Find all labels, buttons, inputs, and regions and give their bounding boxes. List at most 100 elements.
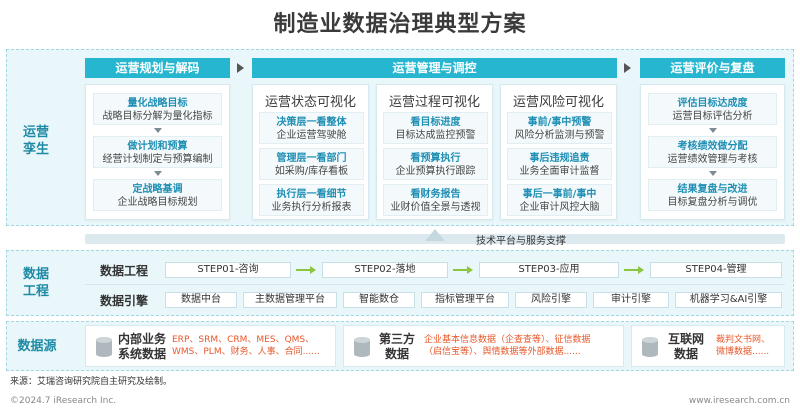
- group-item-heading: 看目标进度: [410, 117, 461, 128]
- plan-card: 量化战略目标 战略目标分解为量化指标 做计划和预算 经营计划制定与预算编制 定战…: [85, 84, 230, 220]
- group-item: 看财务报告 业财价值全景与透视: [383, 184, 488, 216]
- group-item-desc: 业财价值全景与透视: [390, 202, 481, 213]
- eval-item-heading: 评估目标达成度: [677, 98, 748, 109]
- arrow-right-icon: [624, 63, 631, 73]
- group-item: 看目标进度 目标达成监控预警: [383, 112, 488, 144]
- source-card: 内部业务 系统数据 ERP、SRM、CRM、MES、QMS、 WMS、PLM、财…: [85, 325, 336, 367]
- data-engineering-row-label: 数据工程: [100, 264, 149, 278]
- plan-item-heading: 做计划和预算: [127, 141, 188, 152]
- database-icon: [96, 337, 112, 357]
- eval-item-heading: 结果复盘与改进: [677, 184, 748, 195]
- group-title: 运营过程可视化: [388, 95, 480, 110]
- engine-pill: 审计引擎: [593, 292, 669, 308]
- source-desc-line2: （启信宝等）、舆情数据等外部数据......: [424, 347, 581, 357]
- source-desc-line2: WMS、PLM、财务、人事、合同......: [172, 347, 320, 357]
- group-item-heading: 事后一事前/事中: [522, 189, 597, 200]
- group-item-desc: 风险分析监测与预警: [514, 130, 605, 141]
- group-item: 管理层一看部门 如采购/库存看板: [259, 148, 364, 180]
- eval-header: 运营评价与复盘: [640, 58, 785, 78]
- eval-item-desc: 运营绩效管理与考核: [667, 154, 758, 165]
- plan-item-desc: 经营计划制定与预算编制: [102, 154, 213, 165]
- group-item: 决策层一看整体 企业运营驾驶舱: [259, 112, 364, 144]
- source-title-line1: 互联网: [667, 332, 704, 346]
- engineering-label-line1: 数据: [22, 267, 49, 282]
- step-box: STEP03-应用: [479, 262, 619, 278]
- plan-item-heading: 量化战略目标: [127, 98, 188, 109]
- group-item: 执行层一看细节 业务执行分析报表: [259, 184, 364, 216]
- eval-item-desc: 运营目标评估分析: [672, 111, 753, 122]
- eval-card: 评估目标达成度 运营目标评估分析 考核绩效做分配 运营绩效管理与考核 结果复盘与…: [640, 84, 785, 220]
- group-item-heading: 事前/事中预警: [527, 117, 592, 128]
- operations-label-line2: 孪生: [22, 142, 49, 157]
- group-item-desc: 企业审计风控大脑: [519, 202, 600, 213]
- plan-item-desc: 企业战略目标规划: [117, 197, 198, 208]
- source-desc-line1: ERP、SRM、CRM、MES、QMS、: [172, 335, 315, 345]
- engine-pill: 主数据管理平台: [243, 292, 337, 308]
- group-item-heading: 执行层一看细节: [276, 189, 347, 200]
- database-icon: [354, 337, 370, 357]
- green-arrow-icon: [638, 266, 644, 274]
- arrow-right-icon: [237, 63, 244, 73]
- arrow-down-icon: [709, 171, 717, 176]
- plan-item: 做计划和预算 经营计划制定与预算编制: [93, 136, 222, 168]
- source-title: 内部业务 系统数据: [116, 332, 168, 362]
- arrow-up-icon: [425, 229, 445, 241]
- group-item-heading: 看财务报告: [410, 189, 461, 200]
- engine-pill: 风险引擎: [515, 292, 587, 308]
- engineering-band-label: 数据 工程: [16, 266, 56, 300]
- group-item-desc: 企业预算执行跟踪: [395, 166, 476, 177]
- source-desc-line1: 裁判文书网、: [716, 335, 771, 345]
- group-item-heading: 看预算执行: [410, 153, 461, 164]
- group-item-heading: 决策层一看整体: [276, 117, 347, 128]
- manage-header: 运营管理与调控: [252, 58, 617, 78]
- green-arrow-icon: [467, 266, 473, 274]
- source-title-line2: 数据: [673, 347, 698, 361]
- arrow-down-icon: [154, 128, 162, 133]
- plan-item: 量化战略目标 战略目标分解为量化指标: [93, 93, 222, 125]
- source-desc: ERP、SRM、CRM、MES、QMS、 WMS、PLM、财务、人事、合同...…: [172, 334, 334, 358]
- group-item: 事后违规追责 业务全面审计监督: [507, 148, 612, 180]
- engine-pill: 机器学习&AI引擎: [675, 292, 782, 308]
- group-item-heading: 事后违规追责: [529, 153, 590, 164]
- data-engine-row-label: 数据引擎: [100, 294, 149, 308]
- plan-item-desc: 战略目标分解为量化指标: [102, 111, 213, 122]
- engineering-label-line2: 工程: [22, 284, 49, 299]
- source-desc: 裁判文书网、 微博数据......: [716, 334, 784, 358]
- database-icon: [642, 337, 658, 357]
- green-arrow-icon: [310, 266, 316, 274]
- engine-pill: 指标管理平台: [421, 292, 509, 308]
- engine-pill: 智能数仓: [343, 292, 415, 308]
- visualization-group: 运营风险可视化 事前/事中预警 风险分析监测与预警 事后违规追责 业务全面审计监…: [500, 84, 617, 220]
- plan-header: 运营规划与解码: [85, 58, 230, 78]
- step-connector: [453, 269, 467, 271]
- group-title: 运营状态可视化: [264, 95, 356, 110]
- step-box: STEP02-落地: [322, 262, 448, 278]
- group-item-desc: 如采购/库存看板: [274, 166, 349, 177]
- group-item-desc: 企业运营驾驶舱: [276, 130, 347, 141]
- eval-item: 考核绩效做分配 运营绩效管理与考核: [648, 136, 777, 168]
- footer-url: www.iresearch.com.cn: [688, 396, 790, 406]
- copyright: ©2024.7 iResearch Inc.: [10, 396, 117, 406]
- group-item-desc: 目标达成监控预警: [395, 130, 476, 141]
- support-label: 技术平台与服务支撑: [476, 236, 566, 247]
- arrow-down-icon: [154, 171, 162, 176]
- eval-item: 结果复盘与改进 目标复盘分析与调优: [648, 179, 777, 211]
- source-desc-line1: 企业基本信息数据（企查查等）、征信数据: [424, 335, 591, 345]
- eval-item: 评估目标达成度 运营目标评估分析: [648, 93, 777, 125]
- source-band-label: 数据源: [17, 339, 57, 354]
- source-title-line1: 第三方: [378, 332, 415, 346]
- plan-item: 定战略基调 企业战略目标规划: [93, 179, 222, 211]
- source-card: 第三方 数据 企业基本信息数据（企查查等）、征信数据 （启信宝等）、舆情数据等外…: [343, 325, 624, 367]
- group-item: 事前/事中预警 风险分析监测与预警: [507, 112, 612, 144]
- group-item: 事后一事前/事中 企业审计风控大脑: [507, 184, 612, 216]
- step-box: STEP04-管理: [650, 262, 782, 278]
- group-item-heading: 管理层一看部门: [276, 153, 347, 164]
- eval-item-desc: 目标复盘分析与调优: [667, 197, 758, 208]
- group-item-desc: 业务执行分析报表: [271, 202, 352, 213]
- page-title: 制造业数据治理典型方案: [273, 12, 527, 37]
- step-box: STEP01-咨询: [165, 262, 291, 278]
- visualization-group: 运营状态可视化 决策层一看整体 企业运营驾驶舱 管理层一看部门 如采购/库存看板…: [252, 84, 369, 220]
- step-connector: [624, 269, 638, 271]
- source-note: 来源：艾瑞咨询研究院自主研究及绘制。: [10, 377, 173, 387]
- source-title-line2: 数据: [384, 347, 409, 361]
